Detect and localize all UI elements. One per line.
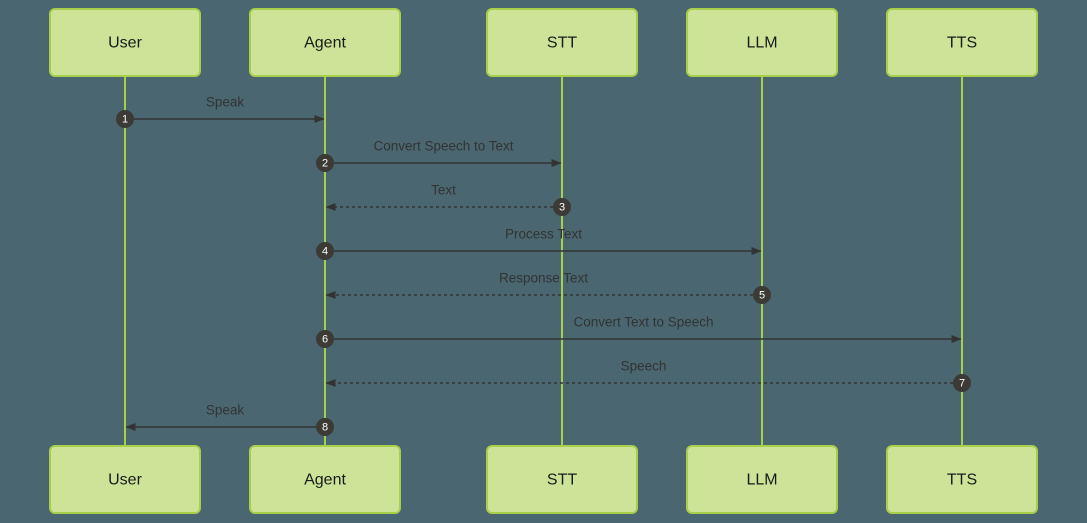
message-6[interactable]: Convert Text to Speech 6 [316,315,962,348]
actor-stt-top[interactable]: STT [486,8,638,77]
message-label-3: Text [431,183,456,198]
actor-agent-bottom[interactable]: Agent [249,445,401,514]
sequence-marker-label-8: 8 [322,422,328,434]
sequence-marker-label-3: 3 [559,202,565,214]
sequence-marker-4[interactable] [316,242,334,260]
lifelines-layer [124,76,963,446]
message-1[interactable]: Speak 1 [116,95,325,128]
actor-box-stt [486,445,638,514]
actor-label-stt: STT [547,472,577,489]
sequence-marker-label-4: 4 [322,246,328,258]
actor-llm-top[interactable]: LLM [686,8,838,77]
actor-box-user [49,8,201,77]
sequence-marker-2[interactable] [316,154,334,172]
message-label-2: Convert Speech to Text [373,139,513,154]
actor-label-agent: Agent [304,472,346,489]
actor-box-user [49,445,201,514]
message-label-4: Process Text [505,227,582,242]
actor-stt-bottom[interactable]: STT [486,445,638,514]
actor-label-user: User [108,472,142,489]
actor-box-llm [686,445,838,514]
message-5[interactable]: Response Text 5 [325,271,771,304]
actor-box-agent [249,445,401,514]
actor-label-stt: STT [547,35,577,52]
sequence-marker-label-5: 5 [759,290,765,302]
message-7[interactable]: Speech 7 [325,359,971,392]
message-label-6: Convert Text to Speech [573,315,713,330]
sequence-marker-7[interactable] [953,374,971,392]
actor-box-agent [249,8,401,77]
sequence-marker-5[interactable] [753,286,771,304]
actor-tts-top[interactable]: TTS [886,8,1038,77]
message-label-5: Response Text [499,271,588,286]
message-8[interactable]: Speak 8 [125,403,334,436]
actor-tts-bottom[interactable]: TTS [886,445,1038,514]
actor-user-top[interactable]: User [49,8,201,77]
sequence-marker-label-1: 1 [122,114,128,126]
actors-top-layer: User Agent STT LLM TTS [49,8,1038,77]
sequence-marker-6[interactable] [316,330,334,348]
actor-agent-top[interactable]: Agent [249,8,401,77]
sequence-marker-1[interactable] [116,110,134,128]
message-label-8: Speak [206,403,245,418]
actor-label-tts: TTS [947,472,977,489]
sequence-marker-label-6: 6 [322,334,328,346]
actor-label-user: User [108,35,142,52]
actor-box-tts [886,445,1038,514]
actor-box-tts [886,8,1038,77]
message-3[interactable]: Text 3 [325,183,571,216]
actor-label-llm: LLM [746,35,777,52]
actor-label-tts: TTS [947,35,977,52]
message-2[interactable]: Convert Speech to Text 2 [316,139,562,172]
sequence-marker-label-7: 7 [959,378,965,390]
actor-label-llm: LLM [746,472,777,489]
message-4[interactable]: Process Text 4 [316,227,762,260]
actor-user-bottom[interactable]: User [49,445,201,514]
actor-llm-bottom[interactable]: LLM [686,445,838,514]
actor-box-stt [486,8,638,77]
message-label-7: Speech [621,359,667,374]
actor-label-agent: Agent [304,35,346,52]
actor-box-llm [686,8,838,77]
sequence-marker-3[interactable] [553,198,571,216]
sequence-marker-8[interactable] [316,418,334,436]
actors-bottom-layer: User Agent STT LLM TTS [49,445,1038,514]
message-label-1: Speak [206,95,245,110]
sequence-marker-label-2: 2 [322,158,328,170]
